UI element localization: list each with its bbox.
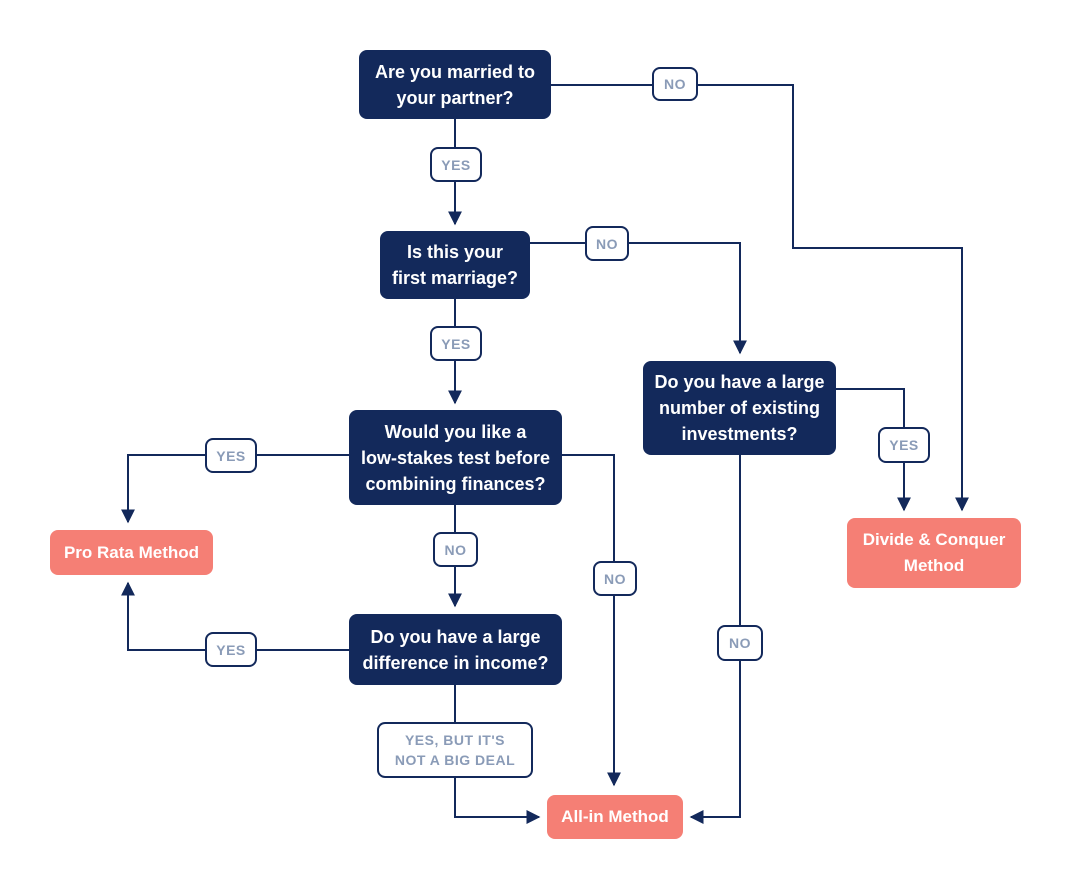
result-divide-conquer-method: Divide & Conquer Method — [847, 518, 1021, 588]
result-all-in-method: All-in Method — [547, 795, 683, 839]
edge-lowstakes-yes — [121, 454, 349, 524]
label-first-marriage-yes: YES — [430, 326, 482, 361]
question-married: Are you married to your partner? — [359, 50, 551, 119]
label-income-yes-minor: YES, BUT IT'S NOT A BIG DEAL — [377, 722, 533, 778]
label-low-stakes-no-right: NO — [593, 561, 637, 596]
edge-married-no — [551, 84, 969, 512]
label-low-stakes-yes: YES — [205, 438, 257, 473]
label-first-marriage-no: NO — [585, 226, 629, 261]
edge-lowstakes-no-right — [562, 454, 621, 787]
label-investments-yes: YES — [878, 427, 930, 463]
question-first-marriage: Is this your first marriage? — [380, 231, 530, 299]
question-income-difference: Do you have a large difference in income… — [349, 614, 562, 685]
edge-income-yes — [121, 581, 349, 651]
edge-investments-yes — [836, 388, 911, 512]
question-low-stakes-test: Would you like a low-stakes test before … — [349, 410, 562, 505]
label-investments-no: NO — [717, 625, 763, 661]
label-married-no: NO — [652, 67, 698, 101]
label-low-stakes-no-down: NO — [433, 532, 478, 567]
label-income-yes: YES — [205, 632, 257, 667]
question-existing-investments: Do you have a large number of existing i… — [643, 361, 836, 455]
label-married-yes: YES — [430, 147, 482, 182]
edge-first-no — [530, 242, 747, 355]
edge-investments-no — [689, 455, 741, 824]
result-pro-rata-method: Pro Rata Method — [50, 530, 213, 575]
